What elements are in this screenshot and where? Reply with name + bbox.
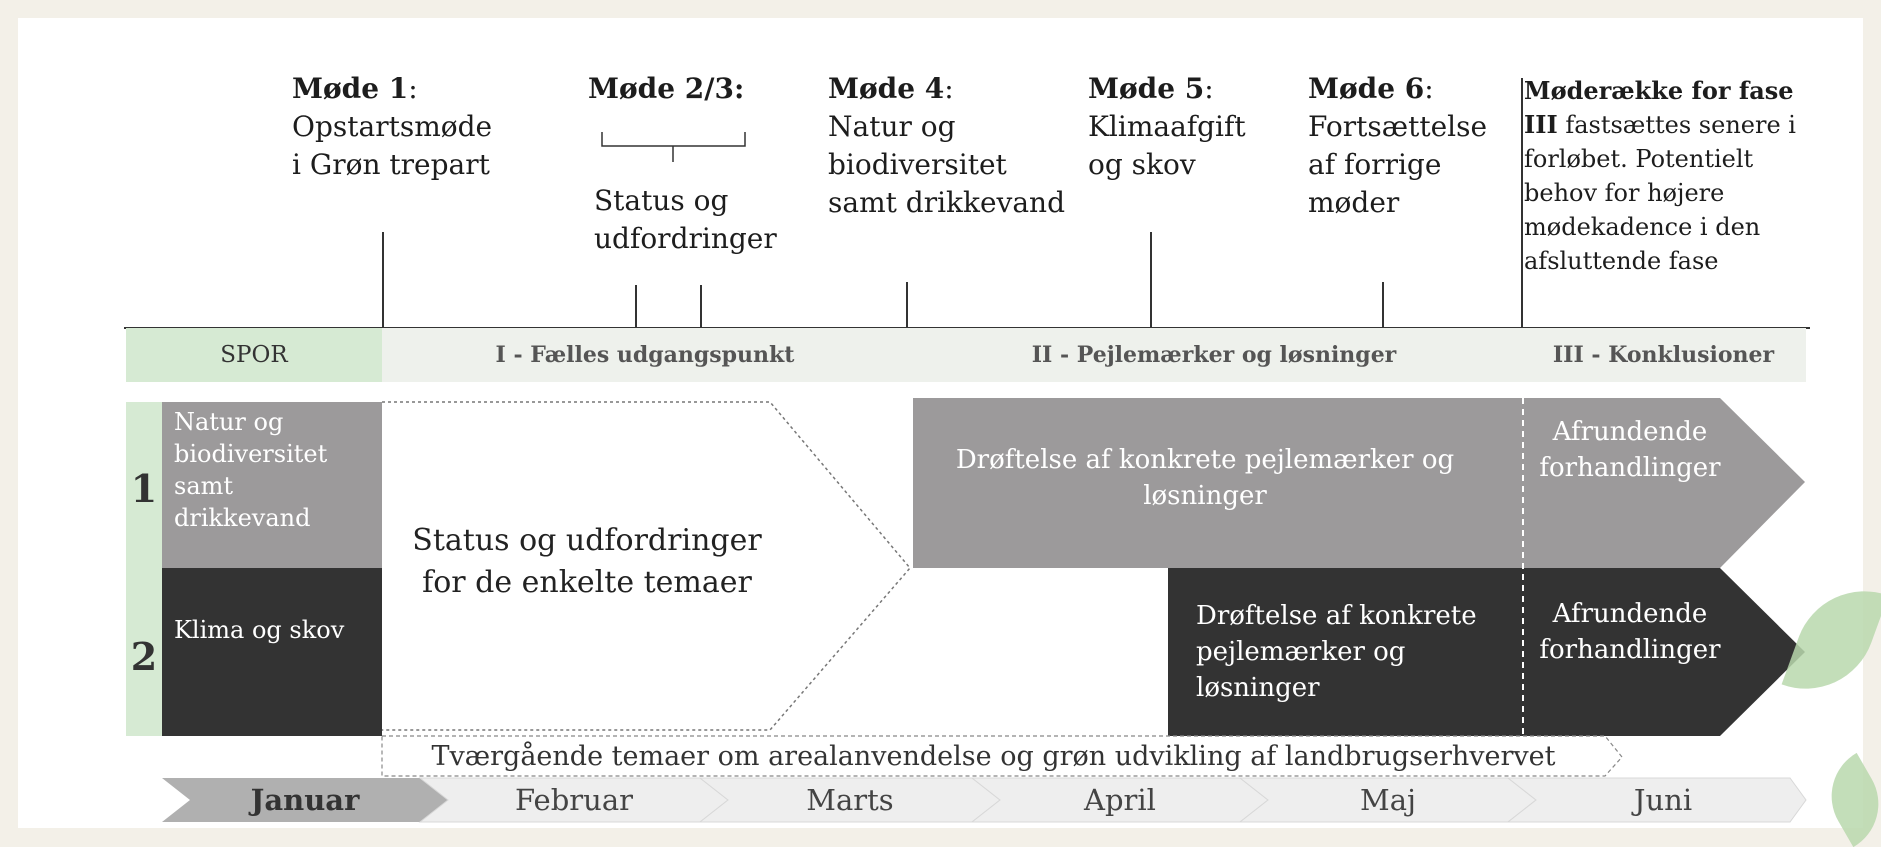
status-text: Status og udfordringer for de enkelte te… [412, 523, 762, 600]
track-2-number: 2 [130, 634, 158, 679]
phase-bar [382, 328, 1806, 382]
meeting-1: Møde 1: Opstartsmøde i Grøn trepart [292, 72, 493, 181]
crosscutting-bar [381, 735, 1623, 777]
track-1-phase-3-text: Afrundende forhandlinger [1539, 417, 1721, 483]
month-februar: Februar [515, 783, 633, 817]
meeting-6: Møde 6: Fortsættelse af forrige møder [1308, 72, 1488, 219]
month-maj: Maj [1360, 783, 1416, 817]
meeting-3-marker [700, 285, 702, 328]
meeting-series-phase-3: Møderække for fase III fastsættes senere… [1524, 76, 1796, 275]
status-arrow [382, 401, 911, 731]
month-chevron-januar [162, 778, 448, 822]
track-1-phase-2-block [913, 398, 1523, 568]
meeting-4: Møde 4: Natur og biodiversitet samt drik… [828, 72, 1066, 219]
month-marts: Marts [806, 783, 894, 817]
phase-1-label: I - Fælles udgangspunkt [495, 342, 795, 368]
track-2-name: Klima og skov [162, 568, 382, 736]
track-1-name: Natur og biodiversitet samt drikkevand [162, 402, 382, 568]
timeline-axis [124, 327, 1810, 329]
meeting-2-3: Møde 2/3: [588, 72, 745, 105]
meeting-2-marker [635, 285, 637, 328]
brace-icon [601, 132, 746, 162]
track-strip [126, 402, 162, 736]
track-1-number: 1 [130, 466, 158, 511]
phase-2-label: II - Pejlemærker og løsninger [1031, 342, 1397, 368]
month-chevron-juni [1506, 777, 1807, 823]
meeting-5-marker [1150, 232, 1152, 328]
track-2-phase-2-text: Drøftelse af konkrete pejlemærker og løs… [1196, 601, 1477, 703]
track-1-phase-2-text: Drøftelse af konkrete pejlemærker og løs… [955, 445, 1455, 511]
month-januar: Januar [250, 783, 360, 817]
meeting-6-marker [1382, 282, 1384, 328]
month-april: April [1084, 783, 1156, 817]
meeting-4-marker [906, 282, 908, 328]
phase-3-label: III - Konklusioner [1552, 342, 1775, 368]
meeting-5: Møde 5: Klimaafgift og skov [1088, 72, 1246, 181]
phase-3-divider [1521, 78, 1523, 328]
meeting-2-3-body: Status og udfordringer [594, 184, 777, 255]
crosscutting-themes: Tværgående temaer om arealanvendelse og … [431, 741, 1556, 772]
month-juni: Juni [1633, 783, 1693, 817]
track-1-phase-3-arrow [1523, 398, 1805, 568]
spor-label: SPOR [126, 328, 382, 382]
track-2-phase-2-block [1168, 568, 1523, 736]
track-2-phase-3-text: Afrundende forhandlinger [1539, 599, 1721, 665]
track-2-phase-3-arrow [1523, 568, 1805, 736]
meeting-1-marker [382, 232, 384, 328]
